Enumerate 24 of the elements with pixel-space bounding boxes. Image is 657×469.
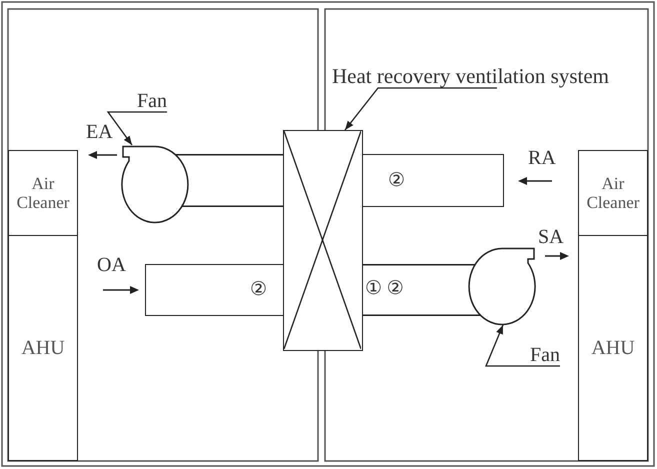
- airflow-label: RA: [528, 147, 556, 169]
- leader-line: [344, 87, 497, 130]
- air-duct: [362, 154, 504, 207]
- air-duct: [175, 154, 284, 207]
- leader-line: [485, 324, 560, 367]
- air-handling-unit: AHU: [578, 235, 648, 461]
- heat-exchanger: [283, 130, 363, 351]
- circled-number: ① ②: [365, 277, 404, 300]
- air-duct: [362, 264, 481, 316]
- callout-text: Heat recovery ventilation system: [332, 65, 609, 88]
- air-handling-unit: AHU: [8, 235, 78, 461]
- airflow-label: OA: [97, 254, 126, 276]
- airflow-label: SA: [538, 226, 564, 248]
- callout-text: Fan: [137, 90, 167, 112]
- air-cleaner-unit: Air Cleaner: [578, 150, 648, 236]
- air-cleaner-unit: Air Cleaner: [8, 150, 78, 236]
- callout-text: Fan: [530, 344, 560, 366]
- fan: [121, 145, 189, 223]
- leader-line: [106, 111, 167, 146]
- circled-number: ②: [388, 168, 406, 192]
- airflow-label: EA: [86, 121, 113, 143]
- air-duct: [145, 264, 284, 316]
- circled-number: ②: [250, 278, 268, 301]
- fan: [468, 247, 536, 325]
